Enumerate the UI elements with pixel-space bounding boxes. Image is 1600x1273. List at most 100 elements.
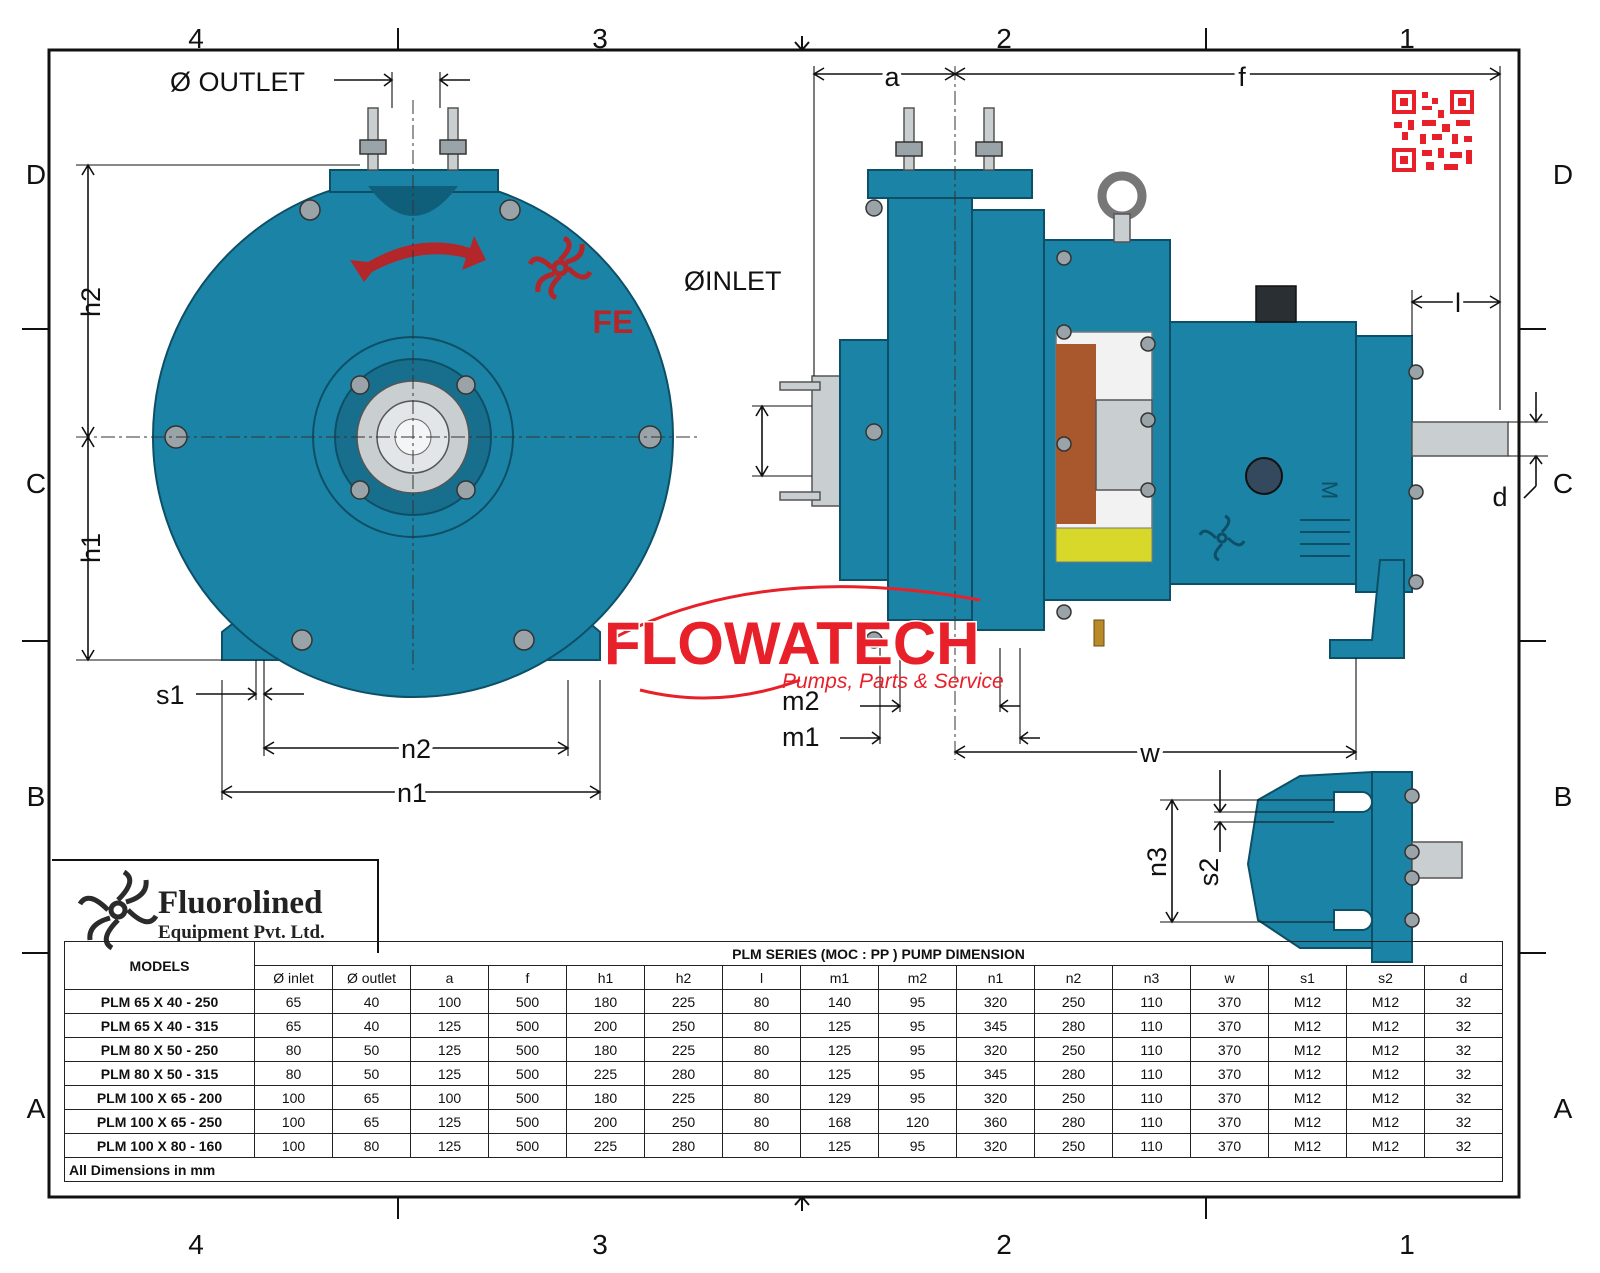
- side-bolts: [865, 199, 1424, 649]
- shaft-extension: [1411, 421, 1509, 457]
- foot-detail-endcap: [1371, 771, 1413, 963]
- n2-ext-lines: [263, 680, 569, 756]
- value-cell: 370: [1190, 1013, 1269, 1038]
- motor-gauge-icon: [1245, 457, 1283, 495]
- watermark-swoosh-top: [609, 585, 981, 642]
- value-cell: 80: [722, 1037, 801, 1062]
- value-cell: 110: [1112, 1061, 1191, 1086]
- value-cell: 100: [410, 989, 489, 1014]
- n2-dim-line: [262, 741, 570, 755]
- watermark-swoosh-bottom: [639, 678, 801, 700]
- value-cell: 250: [1034, 1085, 1113, 1110]
- zone-row-d-right: D: [1553, 159, 1573, 190]
- value-cell: 40: [332, 1013, 411, 1038]
- value-cell: 32: [1424, 1109, 1503, 1134]
- zone-col-3-top: 3: [592, 23, 608, 54]
- value-cell: 180: [566, 1037, 645, 1062]
- zone-row-c-left: C: [26, 468, 46, 499]
- value-cell: 500: [488, 989, 567, 1014]
- value-cell: 32: [1424, 1061, 1503, 1086]
- value-cell: 370: [1190, 1037, 1269, 1062]
- company-name: Fluorolined: [158, 885, 322, 921]
- outlet-nut-left: [359, 139, 387, 155]
- value-cell: 80: [722, 989, 801, 1014]
- value-cell: 370: [1190, 1109, 1269, 1134]
- value-cell: 250: [1034, 1037, 1113, 1062]
- s1-dim-line: [196, 687, 304, 701]
- value-cell: 129: [800, 1085, 879, 1110]
- foot-detail-view: n3 s2: [1142, 770, 1463, 963]
- inlet-dim-label: ØINLET: [684, 266, 782, 296]
- inlet-stud-top: [779, 381, 821, 391]
- side-outlet-nut-left: [895, 141, 923, 157]
- foot-detail-slot-top: [1333, 791, 1373, 813]
- h1-dim-label: h1: [76, 533, 106, 563]
- value-cell: 110: [1112, 1085, 1191, 1110]
- value-cell: 32: [1424, 1085, 1503, 1110]
- drain-plug: [1093, 619, 1105, 647]
- col-header: h2: [644, 965, 723, 990]
- zone-row-c-right: C: [1553, 468, 1573, 499]
- w-dim-line: [953, 745, 1358, 759]
- value-cell: 180: [566, 1085, 645, 1110]
- value-cell: 32: [1424, 1133, 1503, 1158]
- value-cell: 280: [1034, 1061, 1113, 1086]
- value-cell: 80: [254, 1061, 333, 1086]
- side-outlet-stud-left: [903, 107, 915, 171]
- fe-logo-text: FE: [593, 304, 634, 340]
- flowatech-watermark: FLOWATECH Pumps, Parts & Service: [603, 585, 1004, 700]
- terminal-box: [1255, 285, 1297, 323]
- n1-dim-line: [220, 785, 602, 799]
- value-cell: 250: [1034, 1133, 1113, 1158]
- value-cell: 32: [1424, 989, 1503, 1014]
- value-cell: 110: [1112, 1013, 1191, 1038]
- company-title-box: Fluorolined Equipment Pvt. Ltd.: [52, 859, 379, 953]
- value-cell: 40: [332, 989, 411, 1014]
- value-cell: 500: [488, 1037, 567, 1062]
- value-cell: 345: [956, 1013, 1035, 1038]
- value-cell: 320: [956, 1037, 1035, 1062]
- d-dim-line: [1523, 392, 1543, 499]
- value-cell: 80: [722, 1013, 801, 1038]
- value-cell: 500: [488, 1061, 567, 1086]
- value-cell: 280: [644, 1061, 723, 1086]
- outlet-dim-line: [334, 73, 470, 87]
- model-cell: PLM 65 X 40 - 315: [64, 1013, 255, 1038]
- value-cell: 370: [1190, 1085, 1269, 1110]
- value-cell: 120: [878, 1109, 957, 1134]
- casing-bolts: [164, 199, 662, 651]
- value-cell: 110: [1112, 1037, 1191, 1062]
- model-cell: PLM 100 X 65 - 250: [64, 1109, 255, 1134]
- value-cell: 80: [254, 1037, 333, 1062]
- s2-dim-line: [1213, 770, 1227, 852]
- col-header: h1: [566, 965, 645, 990]
- value-cell: 125: [800, 1133, 879, 1158]
- value-cell: M12: [1346, 1037, 1425, 1062]
- zone-col-1-top: 1: [1399, 23, 1415, 54]
- col-header: n3: [1112, 965, 1191, 990]
- outlet-dim-label: Ø OUTLET: [170, 67, 305, 97]
- motor-end-cap: [1355, 335, 1413, 593]
- value-cell: 95: [878, 1013, 957, 1038]
- watermark-brand: FLOWATECH: [604, 610, 980, 677]
- foot-detail-bolts: [1404, 788, 1420, 928]
- value-cell: 100: [410, 1085, 489, 1110]
- value-cell: 370: [1190, 1061, 1269, 1086]
- inlet-flange: [811, 375, 843, 507]
- col-header: d: [1424, 965, 1503, 990]
- drawing-frame: [47, 48, 1521, 1199]
- inlet-dim-line: [755, 404, 769, 478]
- value-cell: M12: [1268, 1109, 1347, 1134]
- zone-col-4-top: 4: [188, 23, 204, 54]
- col-header: w: [1190, 965, 1269, 990]
- col-header: m2: [878, 965, 957, 990]
- side-outlet-nut-right: [975, 141, 1003, 157]
- f-dim-label: f: [1238, 62, 1246, 92]
- value-cell: M12: [1346, 1085, 1425, 1110]
- value-cell: 125: [410, 1133, 489, 1158]
- zone-col-2-bottom: 2: [996, 1229, 1012, 1260]
- inlet-stud-bottom: [779, 491, 821, 501]
- value-cell: 225: [644, 1037, 723, 1062]
- value-cell: 180: [566, 989, 645, 1014]
